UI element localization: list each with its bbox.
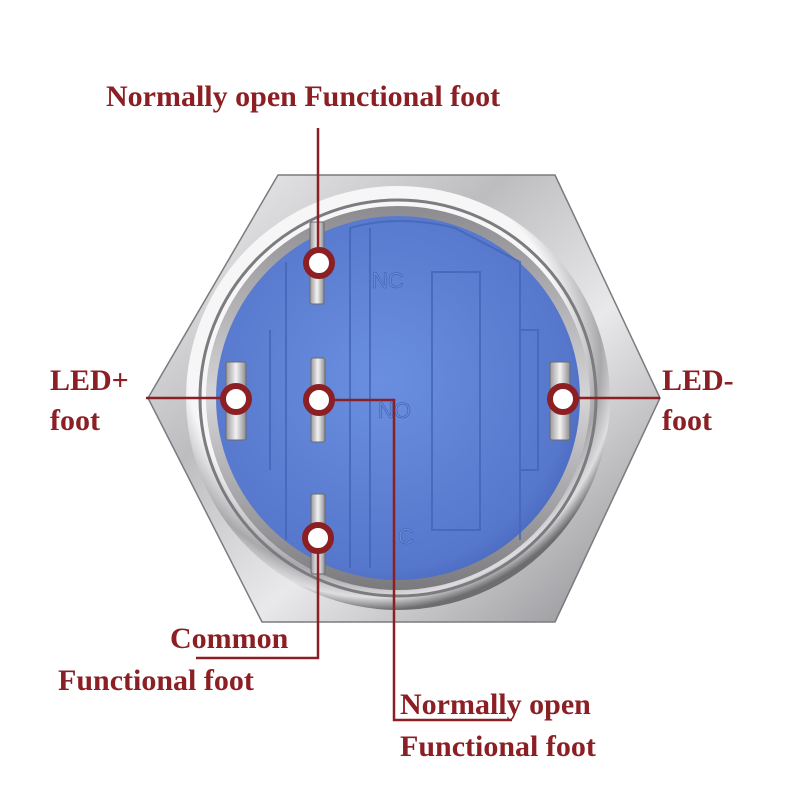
marker-no — [303, 384, 335, 416]
marker-led-minus — [547, 383, 579, 415]
label-bottom-normally-open: Normally open — [400, 688, 591, 721]
marker-led-plus — [220, 383, 252, 415]
blue-switch-body — [216, 216, 580, 580]
leader-bottom-no — [318, 398, 512, 722]
label-led-minus-foot: foot — [662, 404, 712, 437]
marker-top-no — [303, 247, 335, 279]
label-top-normally-open: Normally open Functional foot — [106, 80, 501, 113]
label-led-plus-foot: foot — [50, 404, 100, 437]
nc-marking: NC — [372, 268, 404, 293]
label-common-functional-foot: Functional foot — [58, 664, 254, 697]
label-led-minus: LED- — [662, 364, 734, 397]
label-bottom-functional-foot: Functional foot — [400, 730, 596, 763]
leader-common — [196, 538, 320, 660]
c-marking: C — [398, 524, 414, 549]
label-common: Common — [170, 622, 289, 655]
marker-common — [302, 522, 334, 554]
body-relief — [269, 220, 539, 568]
label-led-plus: LED+ — [50, 364, 129, 397]
